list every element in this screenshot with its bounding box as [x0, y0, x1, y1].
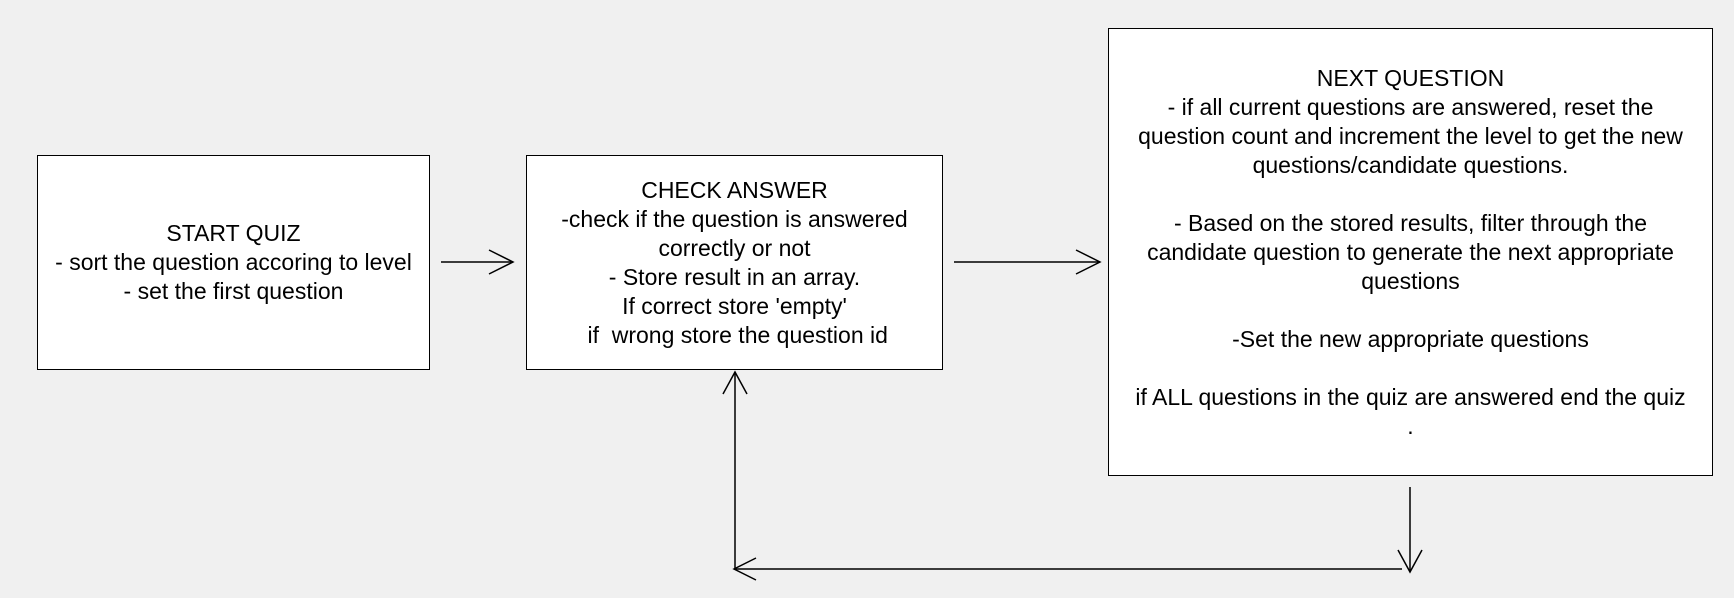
node-start-quiz: START QUIZ - sort the question accoring …: [37, 155, 430, 370]
node-start-quiz-line: - sort the question accoring to level: [55, 249, 412, 275]
node-check-answer-line: If correct store 'empty': [622, 292, 847, 319]
node-next-question: NEXT QUESTION - if all current questions…: [1108, 28, 1713, 476]
arrowhead-icon: [1397, 549, 1423, 574]
node-check-answer-line: correctly or not: [658, 234, 811, 261]
node-next-question-line: - Based on the stored results, filter th…: [1173, 209, 1648, 236]
node-check-answer: CHECK ANSWER -check if the question is a…: [526, 155, 943, 370]
node-next-question-line: candidate question to generate the next …: [1147, 238, 1674, 265]
node-next-question-line: - if all current questions are answered,…: [1167, 93, 1654, 120]
arrowhead-icon: [722, 370, 748, 395]
arrowhead-icon: [488, 249, 515, 275]
node-next-question-line: questions: [1361, 267, 1460, 294]
arrowhead-icon: [732, 557, 757, 581]
node-start-quiz-title: START QUIZ: [166, 220, 301, 246]
node-next-question-line: .: [1407, 412, 1414, 439]
node-next-question-line: question count and increment the level t…: [1138, 122, 1683, 149]
arrowhead-icon: [1075, 249, 1102, 275]
node-next-question-line: -Set the new appropriate questions: [1232, 325, 1589, 352]
node-check-answer-title: CHECK ANSWER: [641, 176, 828, 203]
node-check-answer-line: if wrong store the question id: [581, 321, 888, 348]
node-check-answer-line: -check if the question is answered: [561, 205, 908, 232]
node-next-question-line: questions/candidate questions.: [1252, 151, 1569, 178]
node-check-answer-line: - Store result in an array.: [608, 263, 861, 290]
node-next-question-title: NEXT QUESTION: [1316, 64, 1505, 91]
node-start-quiz-line: - set the first question: [123, 278, 344, 304]
edge-check-to-next: [954, 249, 1102, 275]
node-next-question-line: if ALL questions in the quiz are answere…: [1135, 383, 1686, 410]
edge-start-to-check: [441, 249, 515, 275]
